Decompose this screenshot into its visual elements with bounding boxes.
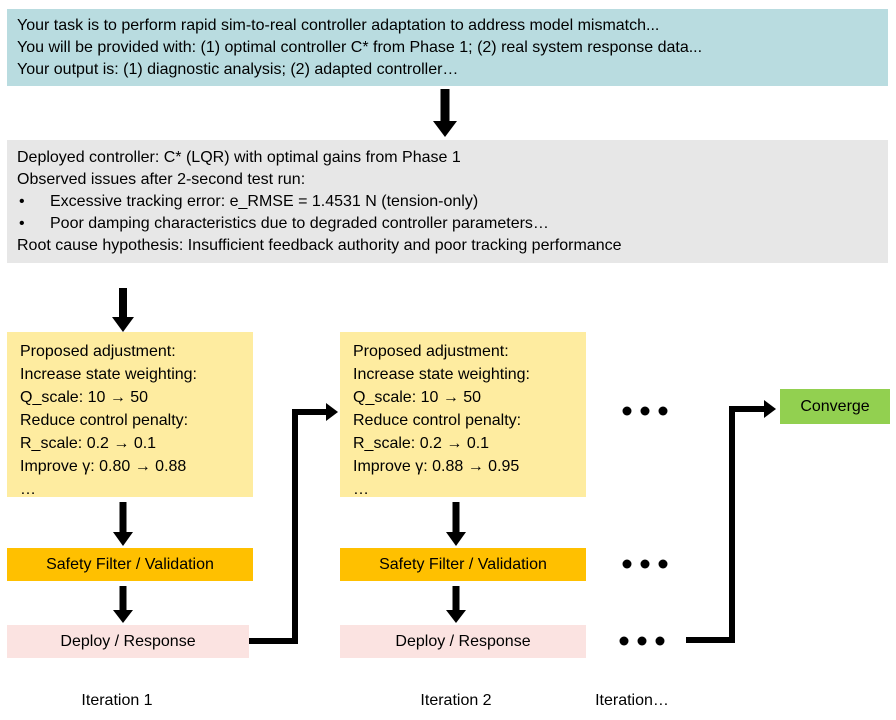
deploy-response-box-iteration1: Deploy / Response: [7, 625, 249, 658]
ellipsis-dots-safety-row: [622, 559, 668, 569]
proposal2-line-3: Q_scale: 10 → 50: [353, 389, 482, 406]
proposal1-line-1: Proposed adjustment:: [20, 343, 176, 360]
dot: [640, 406, 650, 416]
ellipsis-dots-proposal-row: [622, 406, 668, 416]
bullet-marker: •: [19, 193, 25, 210]
deploy-response-box-iteration2: Deploy / Response: [340, 625, 586, 658]
proposal2-line-7: …: [353, 481, 369, 498]
task-line-2: You will be provided with: (1) optimal c…: [17, 39, 703, 56]
proposal1-line-7: …: [20, 481, 36, 498]
proposal-box-iteration2: Proposed adjustment: Increase state weig…: [340, 332, 586, 498]
task-line-1: Your task is to perform rapid sim-to-rea…: [17, 17, 660, 34]
elbow-deploy1-to-proposal2: [249, 409, 328, 644]
bullet-marker: •: [19, 215, 25, 232]
dot: [637, 636, 647, 646]
proposal1-line-3: Q_scale: 10 → 50: [20, 389, 149, 406]
dot: [658, 406, 668, 416]
proposal1-line-2: Increase state weighting:: [20, 366, 197, 383]
arrowhead-safety1-to-deploy1: [113, 610, 133, 623]
diagnosis-line-5: Root cause hypothesis: Insufficient feed…: [17, 237, 622, 254]
dot: [655, 636, 665, 646]
arrowhead-diagnosis-to-proposal1: [112, 317, 134, 332]
caption-iteration2: Iteration 2: [420, 692, 492, 709]
diagnosis-line-2: Observed issues after 2-second test run:: [17, 171, 306, 188]
ellipsis-dots-deploy-row: [619, 636, 665, 646]
diagnosis-bullet-1-text: Excessive tracking error: e_RMSE = 1.453…: [50, 193, 479, 210]
elbow-dots-to-converge: [686, 406, 766, 643]
safety-filter-box-iteration1: Safety Filter / Validation: [7, 548, 253, 581]
diagnosis-box: Deployed controller: C* (LQR) with optim…: [7, 140, 888, 263]
arrowhead-safety2-to-deploy2: [446, 610, 466, 623]
dot: [658, 559, 668, 569]
arrowhead-dots-to-converge: [764, 400, 776, 418]
proposal1-line-6: Improve γ: 0.80 → 0.88: [20, 458, 187, 475]
safety-filter-box-iteration2: Safety Filter / Validation: [340, 548, 586, 581]
proposal2-line-6: Improve γ: 0.88 → 0.95: [353, 458, 520, 475]
task-box: Your task is to perform rapid sim-to-rea…: [7, 9, 888, 86]
caption-iteration-more: Iteration…: [595, 692, 669, 709]
arrowhead-proposal2-to-safety2: [446, 532, 466, 546]
diagnosis-bullet-1: • Excessive tracking error: e_RMSE = 1.4…: [17, 191, 878, 213]
task-line-3: Your output is: (1) diagnostic analysis;…: [17, 61, 459, 78]
dot: [640, 559, 650, 569]
dot: [622, 406, 632, 416]
converge-box: Converge: [780, 389, 890, 424]
arrowhead-proposal1-to-safety1: [113, 532, 133, 546]
proposal1-line-4: Reduce control penalty:: [20, 412, 189, 429]
proposal2-line-4: Reduce control penalty:: [353, 412, 522, 429]
proposal-box-iteration1: Proposed adjustment: Increase state weig…: [7, 332, 253, 498]
proposal2-line-1: Proposed adjustment:: [353, 343, 509, 360]
arrowhead-deploy1-to-proposal2: [326, 403, 338, 421]
diagnosis-line-1: Deployed controller: C* (LQR) with optim…: [17, 149, 461, 166]
arrowhead-task-to-diagnosis: [433, 121, 457, 137]
proposal2-line-2: Increase state weighting:: [353, 366, 530, 383]
dot: [622, 559, 632, 569]
diagnosis-bullet-2: • Poor damping characteristics due to de…: [17, 213, 878, 235]
proposal2-line-5: R_scale: 0.2 → 0.1: [353, 435, 490, 452]
proposal1-line-5: R_scale: 0.2 → 0.1: [20, 435, 157, 452]
caption-iteration1: Iteration 1: [81, 692, 153, 709]
diagnosis-bullet-2-text: Poor damping characteristics due to degr…: [50, 215, 549, 232]
dot: [619, 636, 629, 646]
